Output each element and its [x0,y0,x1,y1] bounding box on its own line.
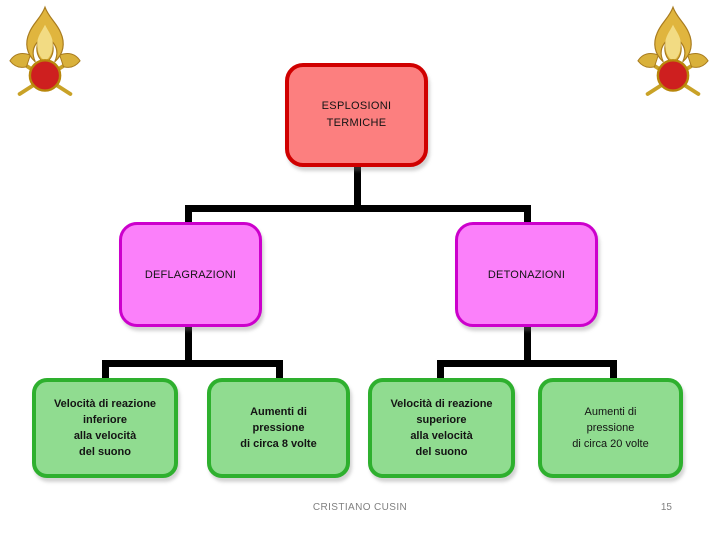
branch-label: DEFLAGRAZIONI [144,268,237,281]
root-label-line: ESPLOSIONI [321,100,392,112]
leaf-node-aumenti-pressione-8: Aumenti di pressione di circa 8 volte [207,378,350,478]
connector-drop-leaf2 [276,360,283,380]
connector-detonazioni-stem [524,326,531,367]
fire-brigade-emblem-icon [6,3,84,105]
connector-deflagrazioni-stem [185,326,192,367]
connector-drop-leaf1 [102,360,109,380]
leaf-label-line: alla velocità [410,430,473,442]
leaf-label-line: Aumenti di [250,406,307,418]
leaf-label-line: superiore [416,414,467,426]
leaf-label-line: di circa 8 volte [240,438,317,450]
connector-left-bar [102,360,283,367]
connector-level1-bar [185,205,531,212]
footer-author: CRISTIANO CUSIN [312,502,408,513]
leaf-label-line: pressione [586,422,635,434]
connector-root-stem [354,166,361,212]
connector-drop-leaf3 [437,360,444,380]
leaf-label-line: pressione [252,422,305,434]
branch-node-deflagrazioni: DEFLAGRAZIONI [119,222,262,327]
connector-drop-left [185,205,192,224]
leaf-label-line: Velocità di reazione [390,398,493,410]
fire-brigade-emblem-icon [634,3,712,105]
footer-page-number: 15 [660,502,672,513]
leaf-node-velocita-inferiore: Velocità di reazione inferiore alla velo… [32,378,178,478]
leaf-label-line: del suono [415,446,468,458]
connector-drop-leaf4 [610,360,617,380]
branch-label: DETONAZIONI [487,268,566,281]
leaf-label-line: alla velocità [73,430,137,442]
leaf-label-line: di circa 20 volte [572,438,649,450]
leaf-label-line: Velocità di reazione [53,398,157,410]
leaf-label-line: Aumenti di [584,406,637,418]
leaf-label-line: del suono [79,446,131,458]
connector-right-bar [437,360,617,367]
leaf-node-velocita-superiore: Velocità di reazione superiore alla velo… [368,378,515,478]
leaf-node-aumenti-pressione-20: Aumenti di pressione di circa 20 volte [538,378,683,478]
branch-node-detonazioni: DETONAZIONI [455,222,598,327]
emblem-red-disc [656,59,690,92]
emblem-red-disc [28,59,62,92]
leaf-label-line: inferiore [82,414,127,426]
connector-drop-right [524,205,531,224]
root-node-esplosioni-termiche: ESPLOSIONI TERMICHE [285,63,428,167]
root-label-line: TERMICHE [326,117,387,129]
